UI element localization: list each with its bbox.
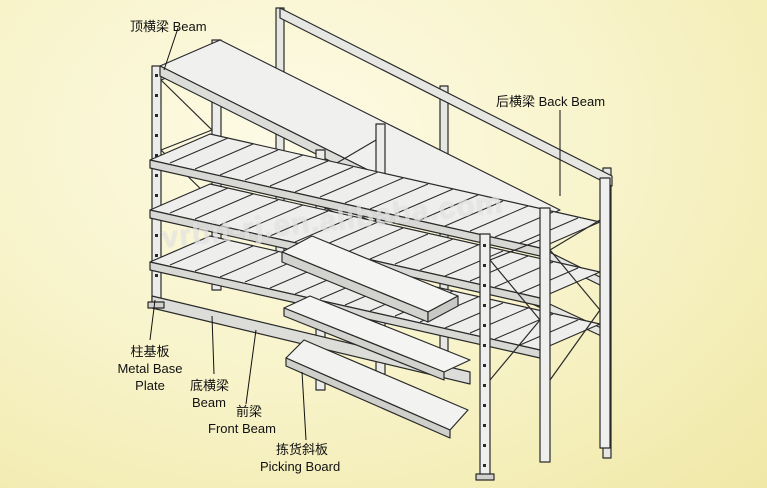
roller-shelf-upper [149, 133, 601, 257]
label-metal-base-plate-en-2: Plate [135, 378, 165, 393]
front-beam-upper [281, 235, 459, 323]
leader-lines [149, 27, 561, 441]
label-top-beam: 顶横梁 Beam [130, 19, 207, 34]
front-uprights [479, 177, 611, 479]
label-picking-board-cn: 拣货斜板 [276, 442, 329, 457]
base-plates [147, 301, 495, 481]
label-metal-base-plate-en-1: Metal Base [117, 361, 183, 376]
label-back-beam: 后横梁 Back Beam [496, 94, 606, 109]
label-bottom-beam-en: Beam [192, 395, 226, 410]
label-picking-board-en: Picking Board [260, 459, 341, 474]
label-bottom-beam-cn: 底横梁 [190, 378, 230, 393]
label-front-beam-en: Front Beam [208, 421, 276, 436]
picking-board-shape [285, 339, 469, 439]
front-beam-middle [283, 295, 471, 381]
label-metal-base-plate-cn: 柱基板 [130, 344, 170, 359]
label-front-beam-cn: 前梁 [236, 404, 263, 419]
